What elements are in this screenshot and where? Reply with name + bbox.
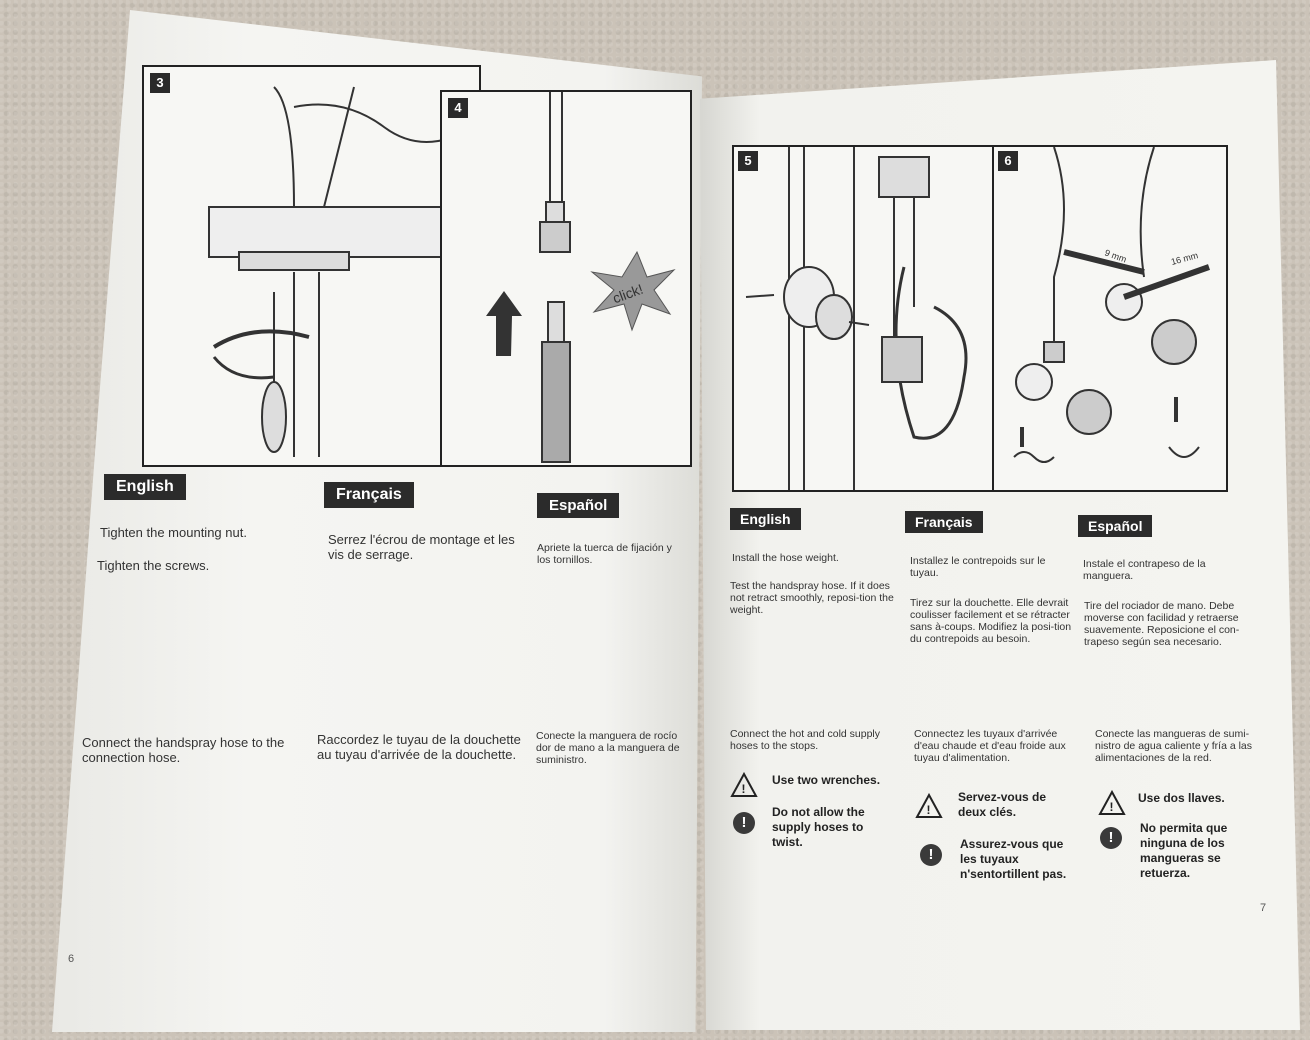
es-step-apriete: Apriete la tuerca de fijación y los torn… <box>537 542 672 566</box>
es-step-instale: Instale el contrapeso de la manguera. <box>1083 558 1206 582</box>
fr-step-installez: Installez le contrepoids sur le tuyau. <box>910 555 1046 579</box>
svg-text:!: ! <box>927 803 931 817</box>
figure-6-number: 6 <box>998 151 1018 171</box>
lang-spanish-right: Español <box>1078 515 1153 537</box>
fr-step-raccordez: Raccordez le tuyau de la douchette au tu… <box>317 732 521 762</box>
label-16mm: 16 mm <box>1170 250 1199 267</box>
page-number-left: 6 <box>68 953 75 965</box>
es-warning-dos-llaves: Use dos llaves. <box>1138 791 1225 805</box>
lang-french: Français <box>324 482 414 508</box>
fr-step-connectez: Connectez les tuyaux d'arrivée d'eau cha… <box>914 728 1066 764</box>
en-step-tighten-screws: Tighten the screws. <box>97 558 210 573</box>
es-warning-no-retuerza: No permita que ninguna de los mangueras … <box>1140 821 1228 880</box>
caution-icon-es: ! <box>1100 827 1122 849</box>
en-warning-no-twist: Do not allow the supply hoses to twist. <box>772 805 865 849</box>
lang-spanish: Español <box>537 493 620 518</box>
warning-triangle-icon-en: ! <box>730 772 758 797</box>
figure-6: 9 mm 16 mm 6 <box>992 145 1228 492</box>
en-step-connect-supply: Connect the hot and cold supply hoses to… <box>730 728 881 752</box>
figure-6-illustration: 9 mm 16 mm <box>1013 147 1210 463</box>
warning-triangle-icon-fr: ! <box>915 793 943 818</box>
svg-text:!: ! <box>742 782 746 796</box>
fr-warning-entortillent: Assurez-vous que les tuyaux n'sentortill… <box>960 837 1067 881</box>
left-page: 3 click! 4 English Français Español Tigh… <box>52 10 702 1032</box>
figure-4: click! 4 <box>440 90 692 467</box>
fr-warning-deux-cles: Servez-vous de deux clés. <box>958 790 1047 819</box>
svg-text:!: ! <box>1110 800 1114 814</box>
en-step-install-weight: Install the hose weight. <box>732 552 839 564</box>
figure-3-illustration <box>208 86 479 457</box>
figure-5-number: 5 <box>738 151 758 171</box>
caution-icon-en: ! <box>733 812 755 834</box>
en-step-connect-handspray: Connect the handspray hose to the connec… <box>82 735 285 765</box>
en-warning-two-wrenches: Use two wrenches. <box>772 773 881 787</box>
warning-triangle-icon-es: ! <box>1098 790 1126 815</box>
right-page: 5 9 mm 16 mm 6 English <box>700 60 1300 1030</box>
page-number-right: 7 <box>1260 902 1267 914</box>
es-step-conecte: Conecte la manguera de rocío dor de mano… <box>536 730 680 766</box>
figure-4-illustration: click! <box>486 92 676 463</box>
figure-3: 3 <box>142 65 481 467</box>
figure-4-number: 4 <box>448 98 468 118</box>
fr-step-tirez: Tirez sur la douchette. Elle devrait cou… <box>910 597 1072 645</box>
en-step-test-handspray: Test the handspray hose. If it does not … <box>730 580 894 616</box>
figure-5: 5 <box>732 145 996 492</box>
es-step-conecte-supply: Conecte las mangueras de sumi-nistro de … <box>1095 728 1253 764</box>
caution-icon-fr: ! <box>920 844 942 866</box>
lang-french-right: Français <box>905 511 983 533</box>
figure-5-illustration <box>745 147 968 490</box>
en-step-tighten-nut: Tighten the mounting nut. <box>100 525 247 540</box>
es-step-tire: Tire del rociador de mano. Debe moverse … <box>1084 600 1240 648</box>
fr-step-serrez: Serrez l'écrou de montage et les vis de … <box>328 532 515 562</box>
figure-3-number: 3 <box>150 73 170 93</box>
lang-english-right: English <box>730 508 801 530</box>
lang-english: English <box>104 474 186 500</box>
